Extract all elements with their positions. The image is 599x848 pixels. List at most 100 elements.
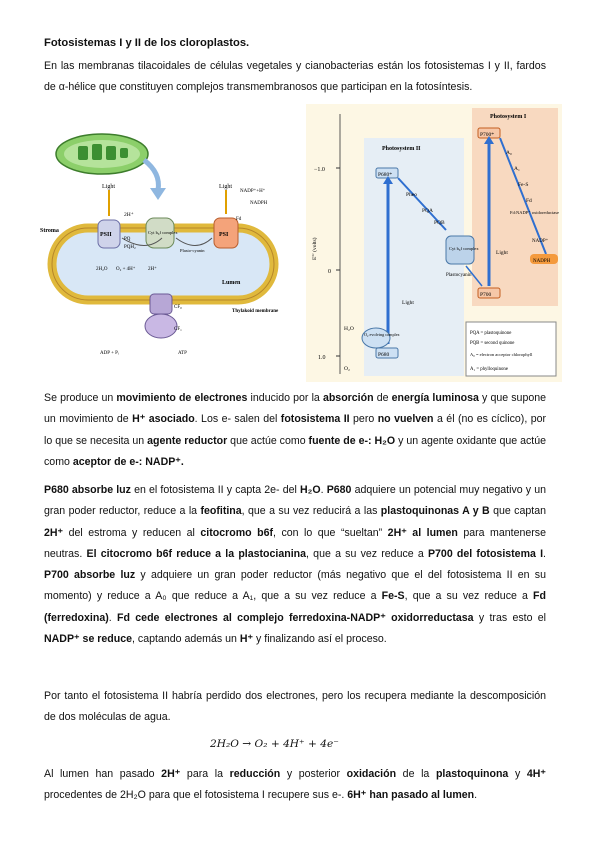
- text-run: inducido por la: [247, 392, 323, 404]
- label: O₂ + 4H⁺: [116, 266, 136, 272]
- label: O₂: [344, 366, 350, 372]
- label: Fd:NADP⁺ oxidoreductase: [510, 210, 559, 215]
- p700-box: [477, 287, 501, 299]
- label: Plasto-cyanin: [180, 248, 205, 253]
- text-run: de la: [396, 768, 436, 780]
- label: NADP⁺: [532, 238, 549, 244]
- cf1: [144, 313, 178, 339]
- text-run: .: [108, 611, 118, 624]
- label: PQ: [124, 237, 131, 242]
- label: 2H⁺: [148, 266, 157, 272]
- text-run: que captan: [489, 505, 546, 518]
- text-run: Fd cede electrones al complejo ferredoxi…: [117, 611, 474, 624]
- label: Light: [102, 184, 115, 190]
- legend-item: PQA = plastoquinone: [470, 331, 511, 336]
- text-run: del estroma y reducen al: [63, 526, 201, 539]
- label: Fd: [526, 198, 532, 204]
- paragraph-3: Por tanto el fotosistema II habría perdi…: [44, 690, 546, 724]
- text-run: aceptor de e-: [72, 455, 139, 468]
- tick-label: 1.0: [318, 355, 326, 361]
- o2-complex: [361, 327, 391, 349]
- text-run: , que a su vez reduce a: [404, 590, 534, 603]
- cytb6f-complex: [145, 217, 175, 249]
- paragraph-4: Al lumen han pasado 2H⁺ para la reducció…: [44, 764, 546, 807]
- label: PSII: [100, 232, 112, 238]
- z-scheme-figure: −1.0 0 1.0 E°′ (volts) Photosystem II Ph…: [306, 104, 562, 382]
- text-run: en el fotosistema II y capta 2e- del: [130, 484, 300, 496]
- tick-label: 0: [328, 269, 331, 275]
- label: Thylakoid membrane: [232, 309, 279, 314]
- label: P680*: [378, 172, 392, 178]
- text-run: absorción: [322, 392, 374, 404]
- text-run: 2H⁺: [44, 526, 64, 539]
- text-run: fuente de e-: [308, 434, 369, 447]
- text-run: citocromo b6f: [200, 526, 273, 539]
- text-run: agente reductor: [147, 434, 228, 447]
- text-run: Fe-S: [381, 590, 405, 603]
- text-run: H₂O: [299, 484, 321, 496]
- text-run: H⁺ asociado: [132, 413, 195, 426]
- legend-box: [465, 321, 557, 377]
- label: Stroma: [40, 228, 59, 234]
- nadph-box: [530, 254, 558, 264]
- text-run: H⁺: [239, 633, 254, 646]
- text-run: , que a su vez reduce a: [306, 547, 428, 560]
- cyt-complex: [445, 235, 475, 265]
- text-run: 6H⁺ han pasado al lumen: [347, 789, 475, 802]
- text-run: y: [508, 768, 527, 780]
- legend-item: A₁ = phylloquinone: [470, 367, 508, 372]
- label: 2H₂O: [96, 267, 108, 272]
- p680-box: [375, 347, 399, 359]
- text-run: oxidación: [346, 768, 397, 780]
- label: Cyt b₆f complex: [148, 230, 178, 235]
- text-run: : H₂O: [368, 434, 396, 447]
- text-run: Al lumen han pasado: [44, 768, 162, 780]
- psii-complex: [97, 219, 121, 249]
- label: O₂ evolving complex: [364, 332, 401, 337]
- text-run: movimiento de electrones: [116, 392, 248, 404]
- label: NADP⁺+H⁺: [240, 188, 266, 194]
- label: Fd: [236, 217, 242, 222]
- text-run: para la: [180, 768, 230, 780]
- text-run: que actúe como: [227, 434, 309, 447]
- text-run: P700 absorbe luz: [44, 569, 136, 582]
- label: Cyt b₆f complex: [449, 246, 479, 251]
- text-run: . Los e- salen del: [194, 413, 281, 426]
- text-run: plastoquinonas A y B: [380, 505, 490, 518]
- text-run: 2H⁺ al lumen: [387, 526, 458, 539]
- label: PQA: [422, 208, 433, 214]
- label: Lumen: [222, 280, 241, 286]
- text-run: .: [474, 789, 478, 802]
- text-run: 2H⁺: [161, 768, 181, 780]
- text-run: Fd (ferredoxina): [44, 590, 546, 624]
- label: CF₀: [174, 305, 182, 310]
- text-run: , con lo que “sueltan”: [273, 526, 388, 539]
- label: 2H⁺: [124, 211, 134, 218]
- label: PSI: [219, 232, 229, 238]
- text-run: de: [373, 392, 392, 404]
- legend-item: PQB = second quinone: [470, 341, 514, 346]
- text-run: energía luminosa: [391, 392, 479, 404]
- text-run: plastoquinona: [435, 768, 509, 780]
- text-run: , captando además un: [132, 633, 240, 646]
- text-run: P700 del fotosistema I: [427, 547, 544, 560]
- label: P700*: [480, 132, 494, 138]
- label: Light: [402, 300, 414, 306]
- text-run: adquiere un potencial muy negativo y un …: [44, 484, 547, 518]
- text-run: a él (no es cíclico), por lo que se nece…: [44, 413, 547, 447]
- text-run: y adquiere un gran poder reductor (más n…: [44, 569, 546, 603]
- label: Light: [219, 184, 232, 190]
- label: Fe-S: [518, 182, 528, 188]
- text-run: y tras esto el: [473, 611, 547, 624]
- page-title: Fotosistemas I y II de los cloroplastos.: [44, 37, 250, 49]
- label: Photosystem II: [382, 146, 421, 152]
- y-axis-label: E°′ (volts): [311, 237, 318, 260]
- label: Photosystem I: [490, 114, 527, 120]
- label: NADPH: [533, 259, 551, 264]
- text-run: P680 absorbe luz: [44, 484, 131, 496]
- label: A₀: [506, 150, 512, 156]
- label: PQB: [434, 220, 445, 226]
- text-run: .: [320, 484, 327, 496]
- label: A₁: [514, 166, 520, 172]
- label: P680: [378, 352, 390, 358]
